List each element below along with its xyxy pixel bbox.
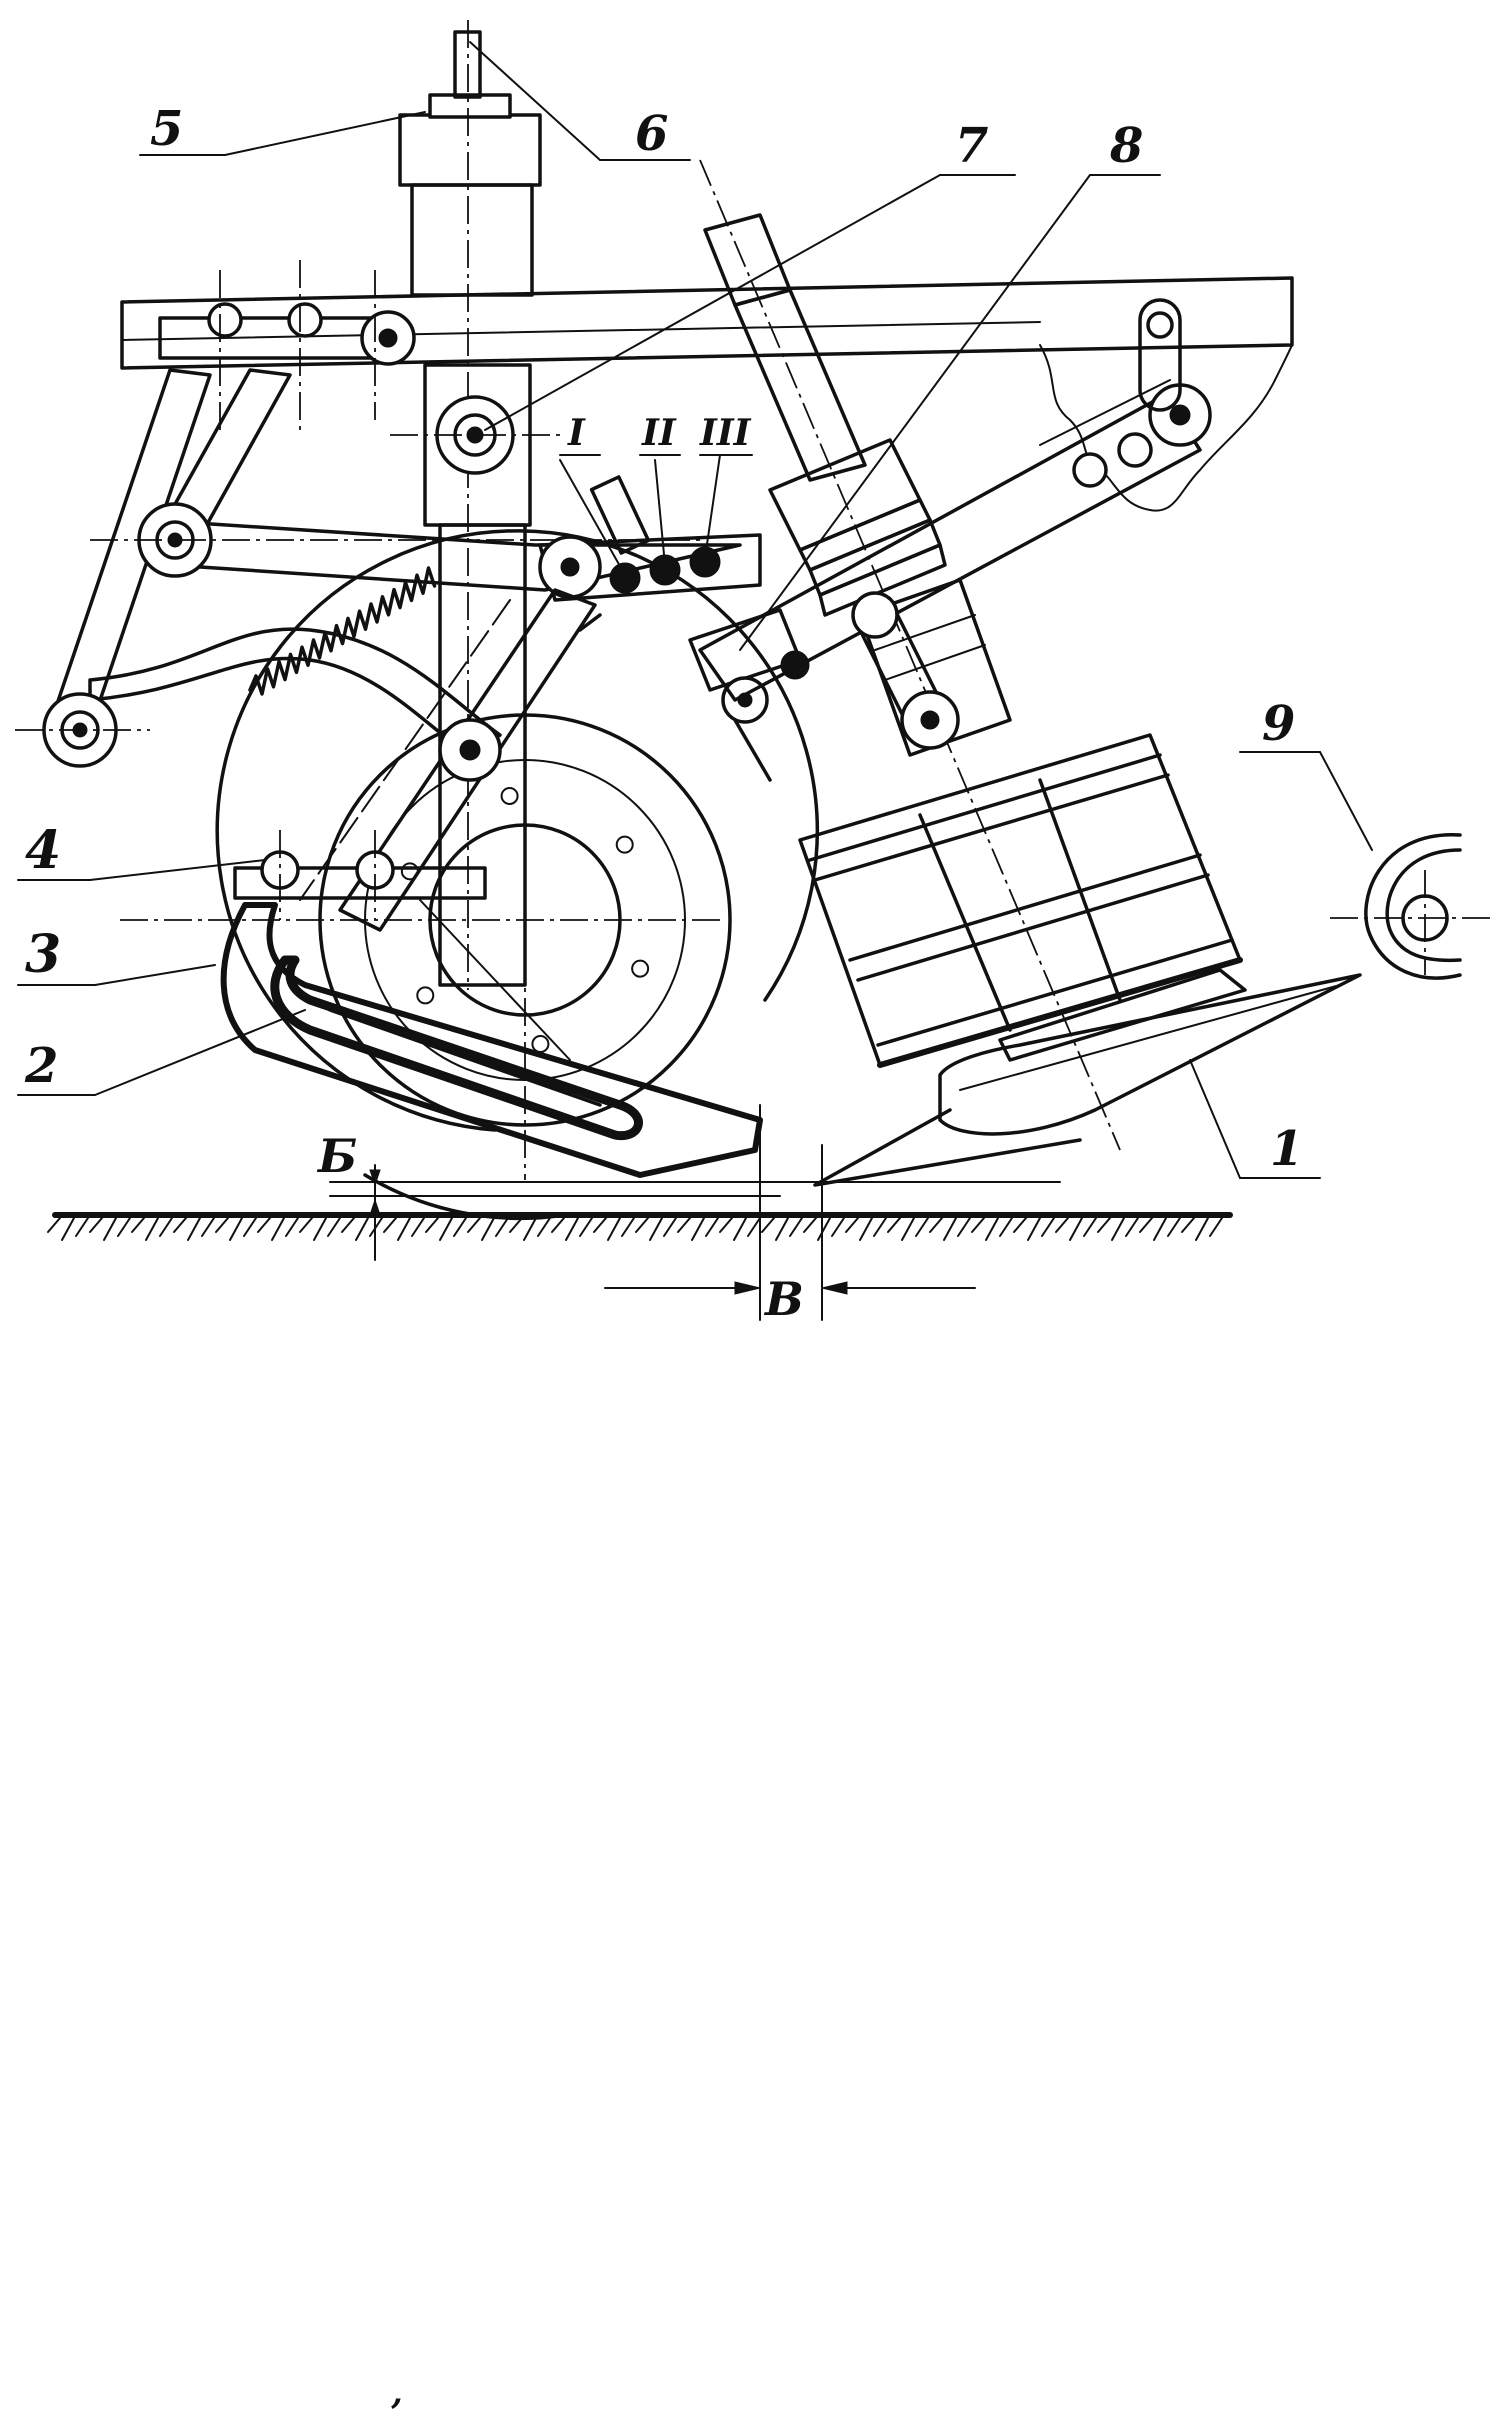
label-part-5: 5 [150,101,183,157]
label-position-II: II [641,412,677,454]
beam-bracket-left [158,260,416,430]
link-rod [851,591,960,750]
diagonal-strut [299,588,602,932]
label-part-6: 6 [635,106,668,162]
vertical-column [390,20,560,990]
main-frame-beam [120,276,1294,512]
label-dimension-V: В [763,1272,804,1326]
label-position-I: I [567,412,586,454]
rod-section-9 [1330,833,1495,980]
swing-arm [698,298,1212,702]
label-part-7: 7 [955,118,988,174]
label-part-9: 9 [1262,696,1295,752]
label-part-1: 1 [1270,1121,1303,1177]
leader-lines [17,41,1373,1179]
label-position-III: III [699,412,752,454]
left-hanger-linkage [15,368,742,768]
dimension-V [604,1104,976,1321]
label-part-4: 4 [25,820,61,881]
label-dimension-B: Б [316,1129,357,1183]
ground-hatch [47,1217,1223,1241]
share-slot-2 [270,899,643,1141]
inclined-shaft [699,159,1121,1151]
part-labels: 5 6 7 8 9 4 3 2 1 I II III Б В ’ [24,101,1303,2429]
label-part-2: 2 [24,1038,58,1094]
adjustment-sector [538,454,762,602]
ground [47,1181,1233,1241]
drum-cylinder [798,733,1243,1068]
footer-mark: ’ [390,2392,403,2429]
label-part-3: 3 [25,924,61,985]
label-part-8: 8 [1109,118,1143,174]
plate-bracket-4 [233,718,502,920]
sweep-blade-1 [813,968,1362,1187]
dimension-B [369,1164,381,1261]
tension-spring [248,566,437,696]
share-body-3 [220,902,763,1178]
